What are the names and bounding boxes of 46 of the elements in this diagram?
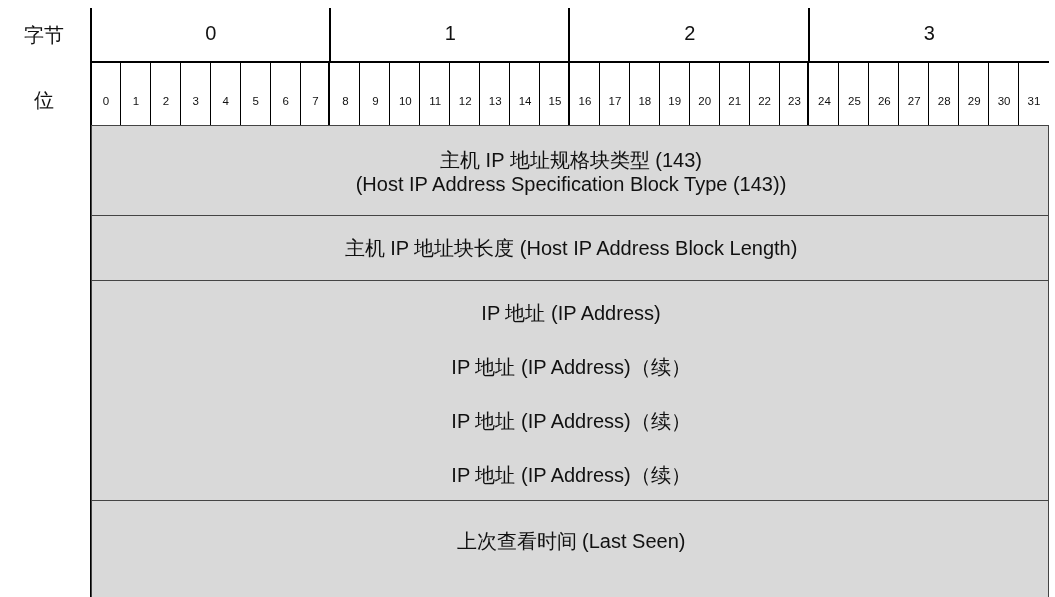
bit-number: 2 (162, 95, 170, 107)
bit-number: 1 (132, 95, 140, 107)
bit-number: 5 (252, 95, 259, 107)
bit-number: 23 (788, 95, 801, 107)
bit-number: 14 (518, 95, 532, 107)
field-label: 主机 IP 地址规格块类型 (143) (440, 147, 702, 173)
bit-number: 25 (848, 95, 861, 107)
field-label: IP 地址 (IP Address)（续） (451, 408, 691, 434)
bit-number: 7 (312, 95, 319, 107)
bit-number: 16 (578, 95, 592, 107)
bit-number: 6 (282, 95, 289, 107)
bit-number: 15 (548, 95, 562, 107)
bit-number: 22 (758, 95, 771, 107)
field-label: IP 地址 (IP Address) (481, 300, 661, 326)
field-label: (Host IP Address Specification Block Type (143)) (355, 172, 787, 196)
byte-number: 0 (205, 21, 217, 45)
field-label: IP 地址 (IP Address)（续） (451, 354, 691, 380)
bit-number: 0 (102, 95, 110, 107)
byte-number: 3 (923, 21, 935, 45)
bit-number: 28 (937, 95, 951, 107)
bit-number: 8 (342, 95, 349, 107)
field-label: IP 地址 (IP Address)（续） (451, 462, 691, 488)
bit-number: 27 (907, 95, 921, 107)
field-label: 上次查看时间 (Last Seen) (456, 528, 686, 554)
bit-number: 31 (1027, 95, 1041, 107)
bit-number: 19 (668, 95, 682, 107)
bit-number: 13 (488, 95, 502, 107)
bit-number: 26 (877, 95, 891, 107)
bit-number: 18 (638, 95, 652, 107)
bit-number: 12 (458, 95, 472, 107)
bit-number: 10 (398, 95, 412, 107)
byte-number: 2 (684, 21, 696, 45)
bit-number: 9 (372, 95, 379, 107)
bit-number: 29 (967, 95, 981, 107)
field-label: 主机 IP 地址块长度 (Host IP Address Block Length) (344, 235, 798, 261)
byte-number: 1 (444, 21, 456, 45)
bit-number: 24 (818, 95, 831, 107)
row-header: 字节 (24, 22, 64, 48)
bit-number: 11 (429, 95, 442, 107)
bit-number: 4 (222, 95, 229, 107)
bit-number: 21 (728, 95, 742, 107)
bit-number: 30 (997, 95, 1011, 107)
bit-number: 3 (192, 95, 199, 107)
row-header: 位 (34, 87, 54, 113)
bit-number: 17 (608, 95, 622, 107)
bit-number: 20 (698, 95, 712, 107)
